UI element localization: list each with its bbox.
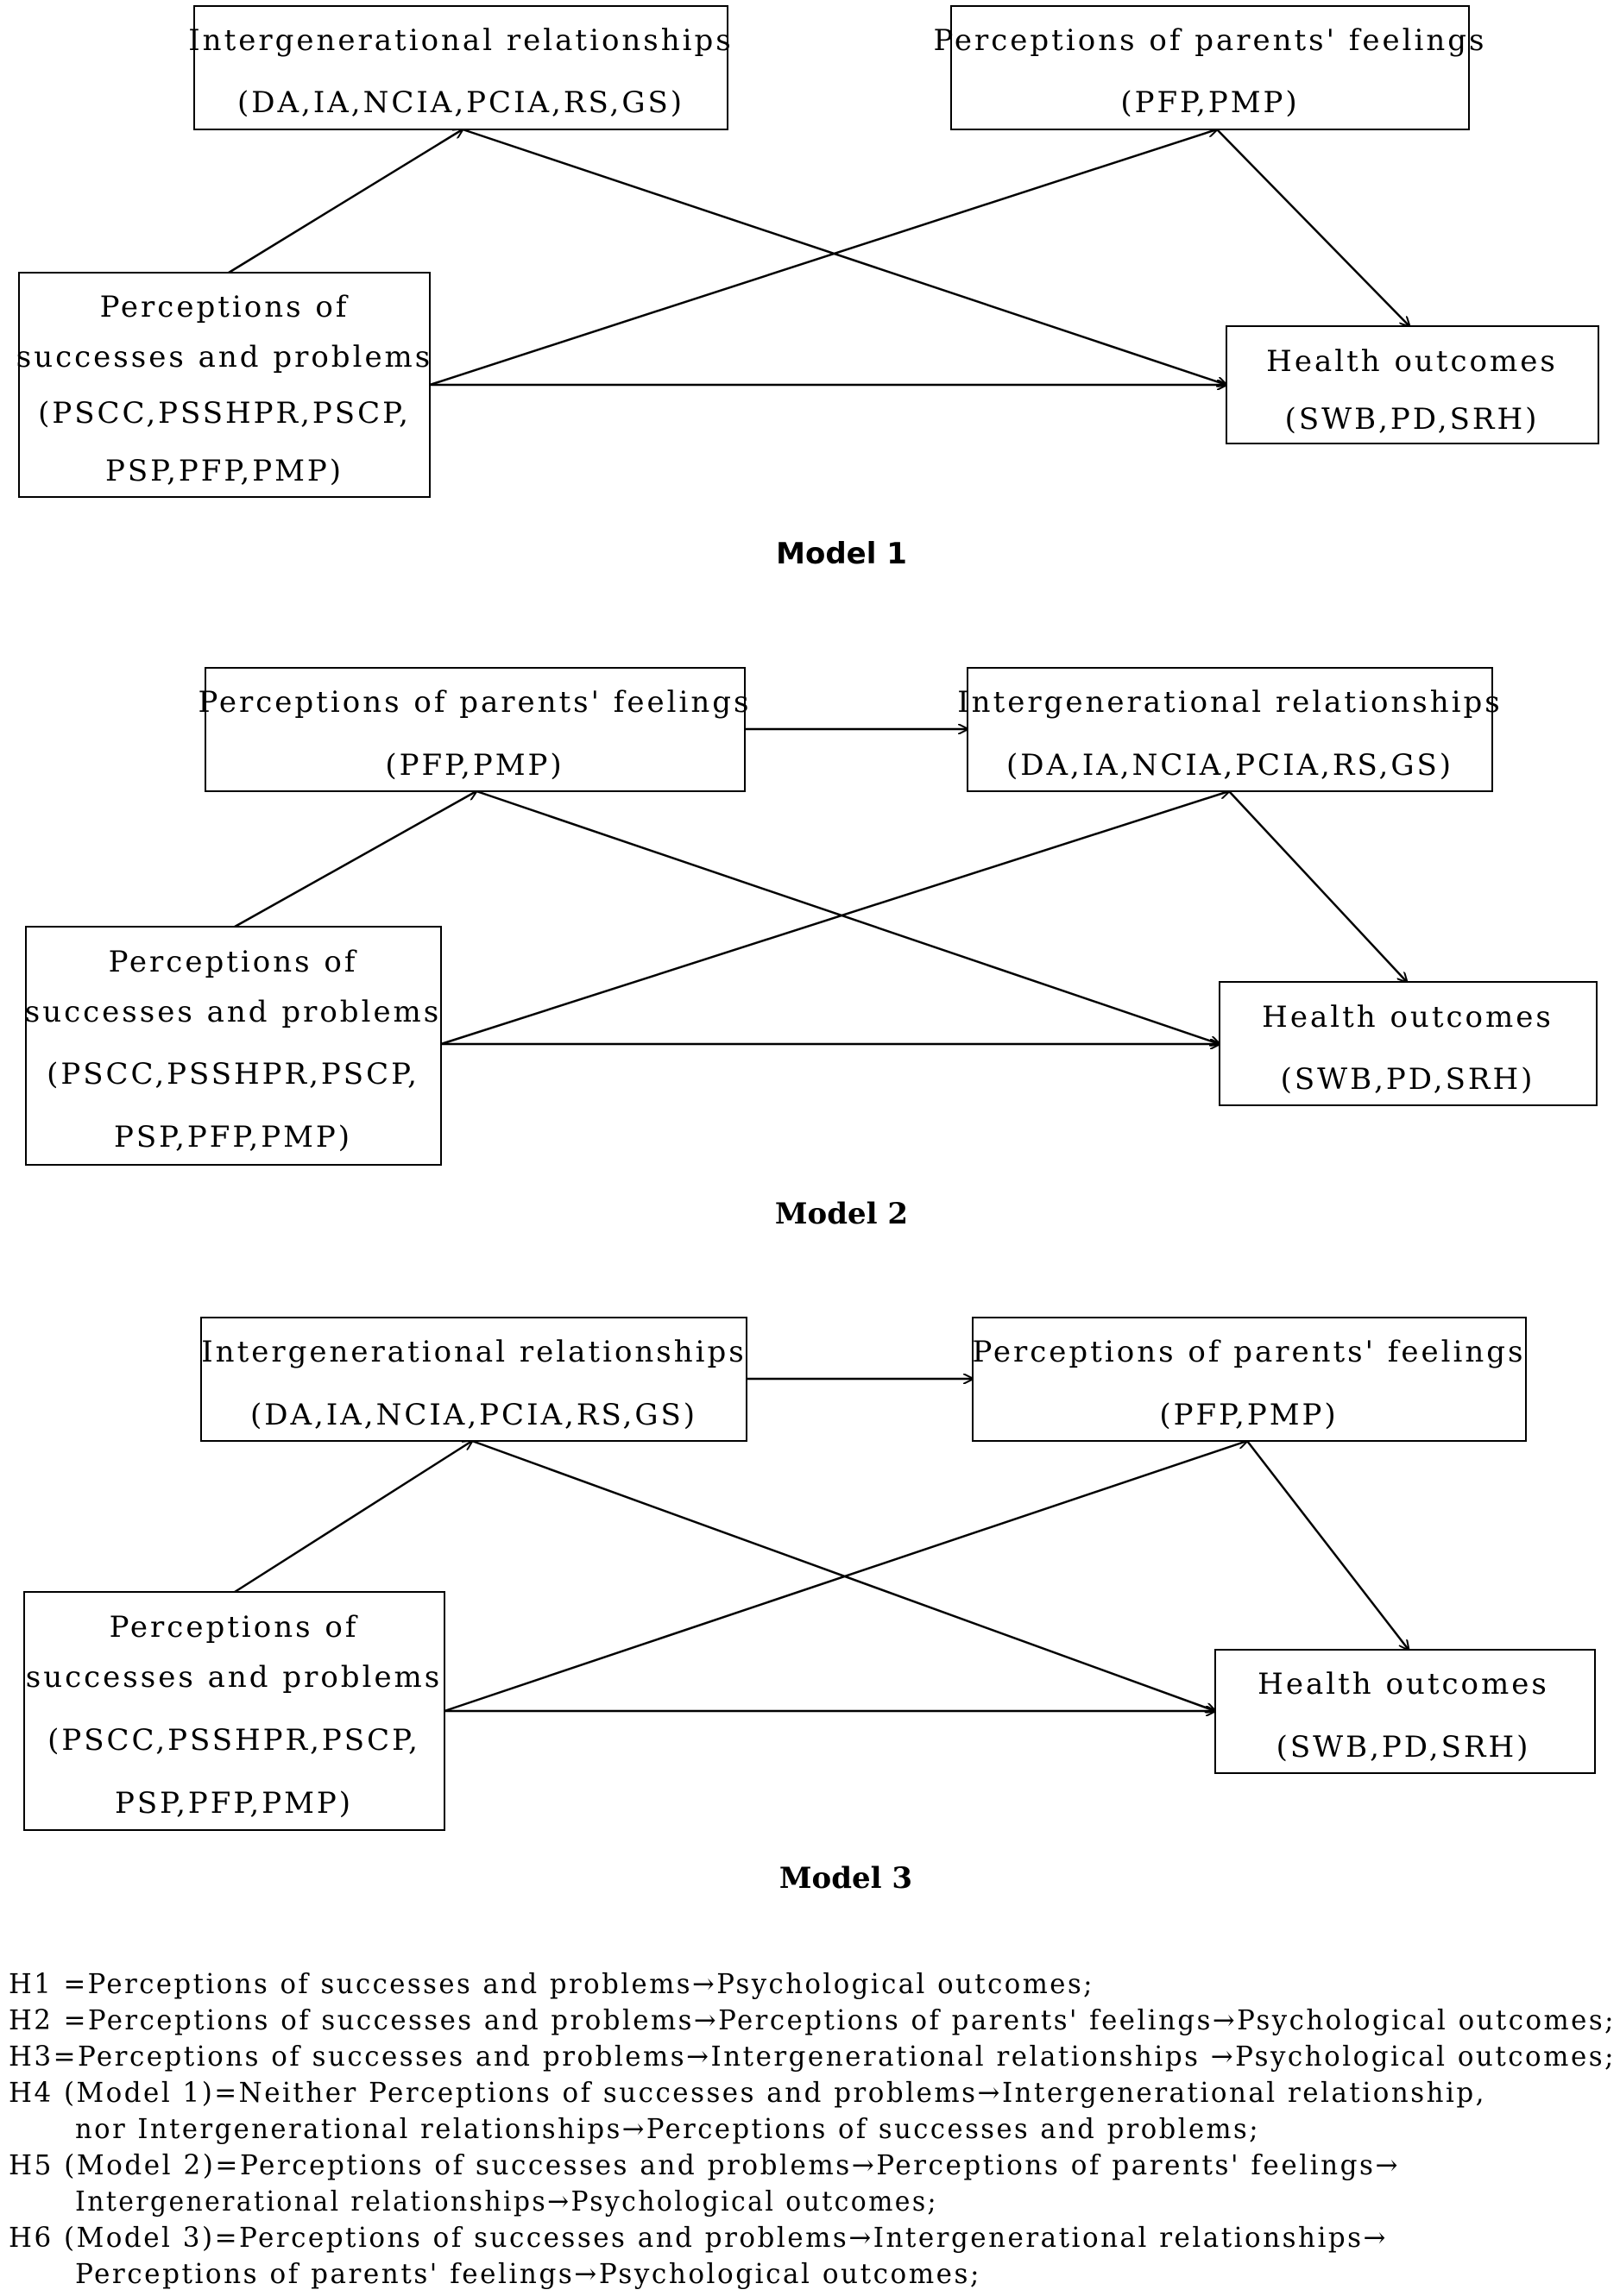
- box-variables-line2: PSP,PFP,PMP): [115, 1786, 353, 1821]
- box-variables: (DA,IA,NCIA,PCIA,RS,GS): [237, 85, 684, 120]
- box-title: Health outcomes: [1262, 1000, 1554, 1035]
- hypothesis-h5-line2: Intergenerational relationships→Psycholo…: [75, 2185, 938, 2217]
- intergenerational-relationships-box: Intergenerational relationships (DA,IA,N…: [200, 1317, 747, 1442]
- hypothesis-h1: H1 =Perceptions of successes and problem…: [9, 1967, 1094, 2000]
- box-title: Intergenerational relationships: [201, 1335, 747, 1369]
- box-title-line1: Perceptions of: [110, 1610, 359, 1645]
- arrow-ps-to-pf: [429, 129, 1217, 387]
- model-caption: Model 1: [776, 537, 907, 571]
- box-variables-line1: (PSCC,PSSHPR,PSCP,: [38, 396, 411, 431]
- parents-feelings-box: Perceptions of parents' feelings (PFP,PM…: [934, 5, 1487, 130]
- box-variables-line2: PSP,PFP,PMP): [114, 1120, 352, 1154]
- box-variables: (PFP,PMP): [385, 748, 564, 783]
- health-outcomes-box: Health outcomes (SWB,PD,SRH): [1214, 1649, 1596, 1774]
- arrow-ps-to-ir: [234, 1441, 472, 1594]
- successes-problems-box: Perceptions of successes and problems (P…: [25, 926, 442, 1166]
- box-title: Intergenerational relationships: [957, 685, 1503, 720]
- box-title-line2: successes and problems: [26, 1660, 443, 1695]
- health-outcomes-box: Health outcomes (SWB,PD,SRH): [1219, 981, 1598, 1106]
- arrow-pf-to-ho: [476, 789, 1220, 1044]
- box-variables-line1: (PSCC,PSSHPR,PSCP,: [47, 1057, 419, 1091]
- hypothesis-h2: H2 =Perceptions of successes and problem…: [9, 2003, 1616, 2036]
- arrow-ps-to-pf: [444, 1441, 1247, 1713]
- model-2: Perceptions of parents' feelings (PFP,PM…: [25, 667, 1598, 1231]
- box-variables: (DA,IA,NCIA,PCIA,RS,GS): [1006, 748, 1453, 783]
- model-caption: Model 3: [779, 1861, 912, 1896]
- arrow-ps-to-pf: [234, 791, 476, 928]
- box-title: Perceptions of parents' feelings: [199, 685, 752, 720]
- box-title: Perceptions of parents' feelings: [973, 1335, 1526, 1369]
- box-variables-line1: (PSCC,PSSHPR,PSCP,: [47, 1723, 420, 1758]
- box-variables: (DA,IA,NCIA,PCIA,RS,GS): [250, 1398, 697, 1432]
- hypothesis-h4-line1: H4 (Model 1)=Neither Perceptions of succ…: [9, 2076, 1486, 2109]
- box-variables: (PFP,PMP): [1159, 1398, 1338, 1432]
- health-outcomes-box: Health outcomes (SWB,PD,SRH): [1226, 325, 1599, 444]
- arrow-pf-to-ho: [1246, 1440, 1409, 1650]
- intergenerational-relationships-box: Intergenerational relationships (DA,IA,N…: [188, 5, 734, 130]
- model-3: Intergenerational relationships (DA,IA,N…: [23, 1317, 1596, 1896]
- model-caption: Model 2: [775, 1197, 908, 1231]
- model-1: Intergenerational relationships (DA,IA,N…: [16, 5, 1599, 571]
- box-variables: (SWB,PD,SRH): [1285, 402, 1540, 437]
- hypothesis-h4-line2: nor Intergenerational relationships→Perc…: [75, 2112, 1260, 2145]
- box-variables: (PFP,PMP): [1120, 85, 1299, 120]
- successes-problems-box: Perceptions of successes and problems (P…: [16, 272, 433, 498]
- hypothesis-h6-line2: Perceptions of parents' feelings→Psychol…: [75, 2257, 981, 2290]
- box-title: Perceptions of parents' feelings: [934, 23, 1487, 58]
- parents-feelings-box: Perceptions of parents' feelings (PFP,PM…: [199, 667, 752, 792]
- arrow-pf-to-ho: [1216, 129, 1409, 326]
- box-title-line2: successes and problems: [16, 340, 433, 374]
- parents-feelings-box: Perceptions of parents' feelings (PFP,PM…: [972, 1317, 1527, 1442]
- box-variables: (SWB,PD,SRH): [1281, 1062, 1535, 1097]
- box-title: Health outcomes: [1266, 344, 1558, 379]
- box-title-line1: Perceptions of: [109, 945, 358, 979]
- arrow-ps-to-ir: [228, 129, 463, 274]
- arrow-ir-to-ho: [462, 128, 1226, 385]
- arrow-ir-to-ho: [1228, 790, 1407, 982]
- box-title: Health outcomes: [1258, 1667, 1549, 1702]
- hypothesis-h3: H3=Perceptions of successes and problems…: [9, 2040, 1616, 2073]
- hypotheses-list: H1 =Perceptions of successes and problem…: [9, 1967, 1616, 2290]
- box-title-line1: Perceptions of: [100, 290, 350, 324]
- box-variables: (SWB,PD,SRH): [1276, 1730, 1531, 1764]
- intergenerational-relationships-box: Intergenerational relationships (DA,IA,N…: [957, 667, 1503, 792]
- hypothesis-h6-line1: H6 (Model 3)=Perceptions of successes an…: [9, 2221, 1388, 2254]
- arrow-ps-to-ir: [440, 791, 1229, 1046]
- hypothesis-h5-line1: H5 (Model 2)=Perceptions of successes an…: [9, 2148, 1400, 2181]
- box-title-line2: successes and problems: [25, 995, 442, 1029]
- box-title: Intergenerational relationships: [188, 23, 734, 58]
- successes-problems-box: Perceptions of successes and problems (P…: [23, 1591, 445, 1831]
- box-variables-line2: PSP,PFP,PMP): [105, 454, 344, 488]
